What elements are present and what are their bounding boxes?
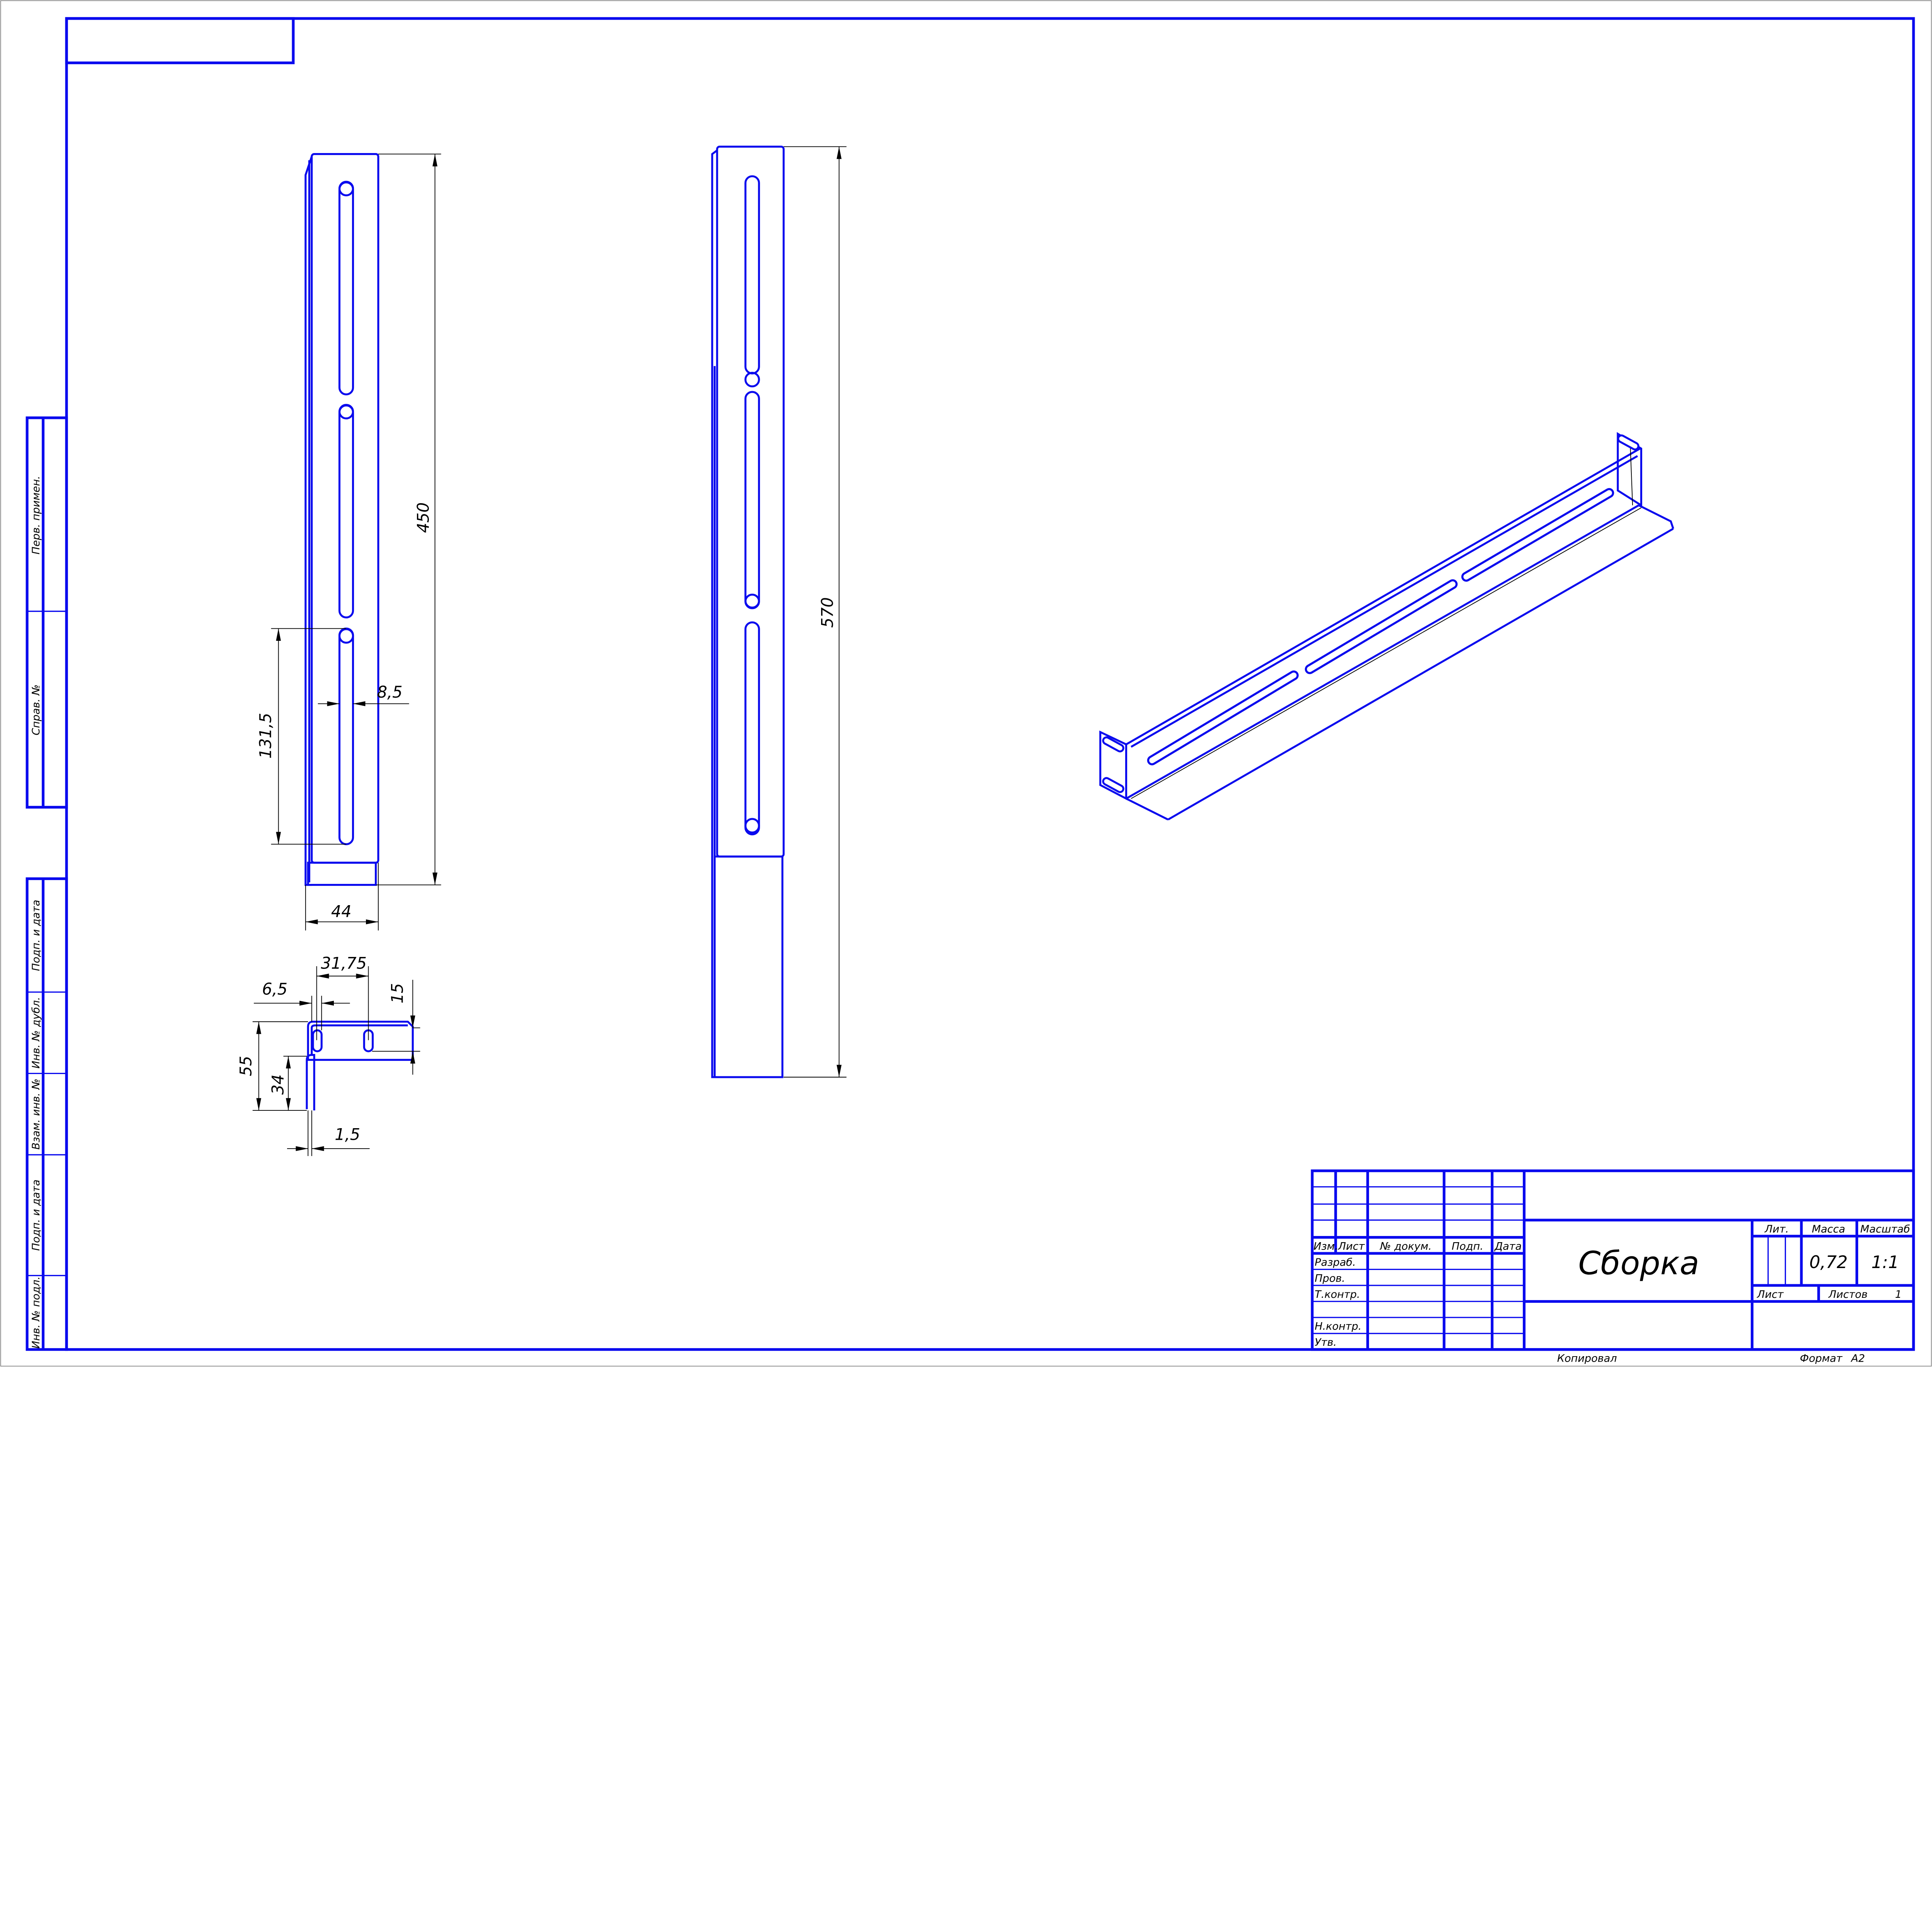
dim-450: 450 — [414, 502, 433, 533]
strip-label: Инв. № подл. — [30, 1277, 42, 1349]
strip-label: Взам. инв. № — [30, 1079, 42, 1150]
role-label: Разраб. — [1315, 1256, 1355, 1268]
sheet-trim — [0, 0, 1932, 1367]
sheet-label: Лист — [1757, 1289, 1784, 1301]
mass-value: 0,72 — [1809, 1252, 1847, 1272]
scale-value: 1:1 — [1871, 1252, 1899, 1272]
col-header: № докум. — [1379, 1240, 1432, 1252]
dim-1-5: 1,5 — [335, 1125, 360, 1144]
lit-label: Лит. — [1764, 1223, 1789, 1235]
col-header: Изм. — [1313, 1240, 1338, 1252]
strip-label: Инв. № дубл. — [30, 997, 42, 1069]
slot — [338, 627, 354, 845]
role-label: Н.контр. — [1315, 1321, 1361, 1333]
strip-label: Справ. № — [30, 684, 42, 735]
dim-570: 570 — [818, 597, 837, 628]
dim-6-5: 6,5 — [262, 980, 287, 998]
slot — [744, 621, 760, 836]
role-label: Утв. — [1315, 1336, 1337, 1348]
drawing-sheet: Перв. примен. Справ. № Подп. и дата Инв.… — [0, 0, 1932, 1367]
slot — [744, 175, 760, 375]
format-label: Формат — [1800, 1353, 1843, 1365]
top-left-box — [65, 17, 295, 65]
isometric-view — [1099, 432, 1674, 821]
strip-label: Подп. и дата — [30, 900, 42, 971]
mass-label: Масса — [1812, 1223, 1845, 1235]
drawing-title: Сборка — [1578, 1244, 1699, 1282]
slot — [338, 181, 354, 395]
dim-15: 15 — [388, 983, 407, 1004]
dim-31-75: 31,75 — [321, 954, 367, 972]
sheets-count: 1 — [1895, 1289, 1901, 1301]
scale-label: Масштаб — [1860, 1223, 1910, 1235]
sheets-label: Листов — [1828, 1289, 1867, 1301]
side-strip: Перв. примен. Справ. № Подп. и дата Инв.… — [26, 416, 68, 1351]
slot — [338, 404, 354, 619]
dim-8-5: 8,5 — [377, 683, 403, 701]
strip-label: Перв. примен. — [30, 476, 42, 554]
dim-44: 44 — [331, 902, 352, 921]
col-header: Подп. — [1452, 1240, 1483, 1252]
section-view: 31,75 6,5 15 55 34 1,5 — [237, 954, 420, 1156]
dim-34: 34 — [269, 1074, 287, 1095]
col-header: Лист — [1338, 1240, 1365, 1252]
role-label: Т.контр. — [1315, 1289, 1360, 1301]
dim-131-5: 131,5 — [257, 713, 275, 759]
role-label: Пров. — [1315, 1272, 1345, 1284]
drawing-frame — [65, 17, 1915, 1351]
side-view: 570 — [711, 145, 847, 1078]
copied-label: Копировал — [1557, 1353, 1617, 1365]
format-value: A2 — [1850, 1353, 1865, 1365]
col-header: Дата — [1494, 1240, 1522, 1252]
title-block: Изм. Лист № докум. Подп. Дата Разраб. Пр… — [1311, 1169, 1915, 1351]
dim-55: 55 — [237, 1056, 255, 1076]
slot — [744, 391, 760, 609]
strip-label: Подп. и дата — [30, 1180, 42, 1251]
front-view: 450 131,5 8,5 44 — [257, 153, 441, 931]
